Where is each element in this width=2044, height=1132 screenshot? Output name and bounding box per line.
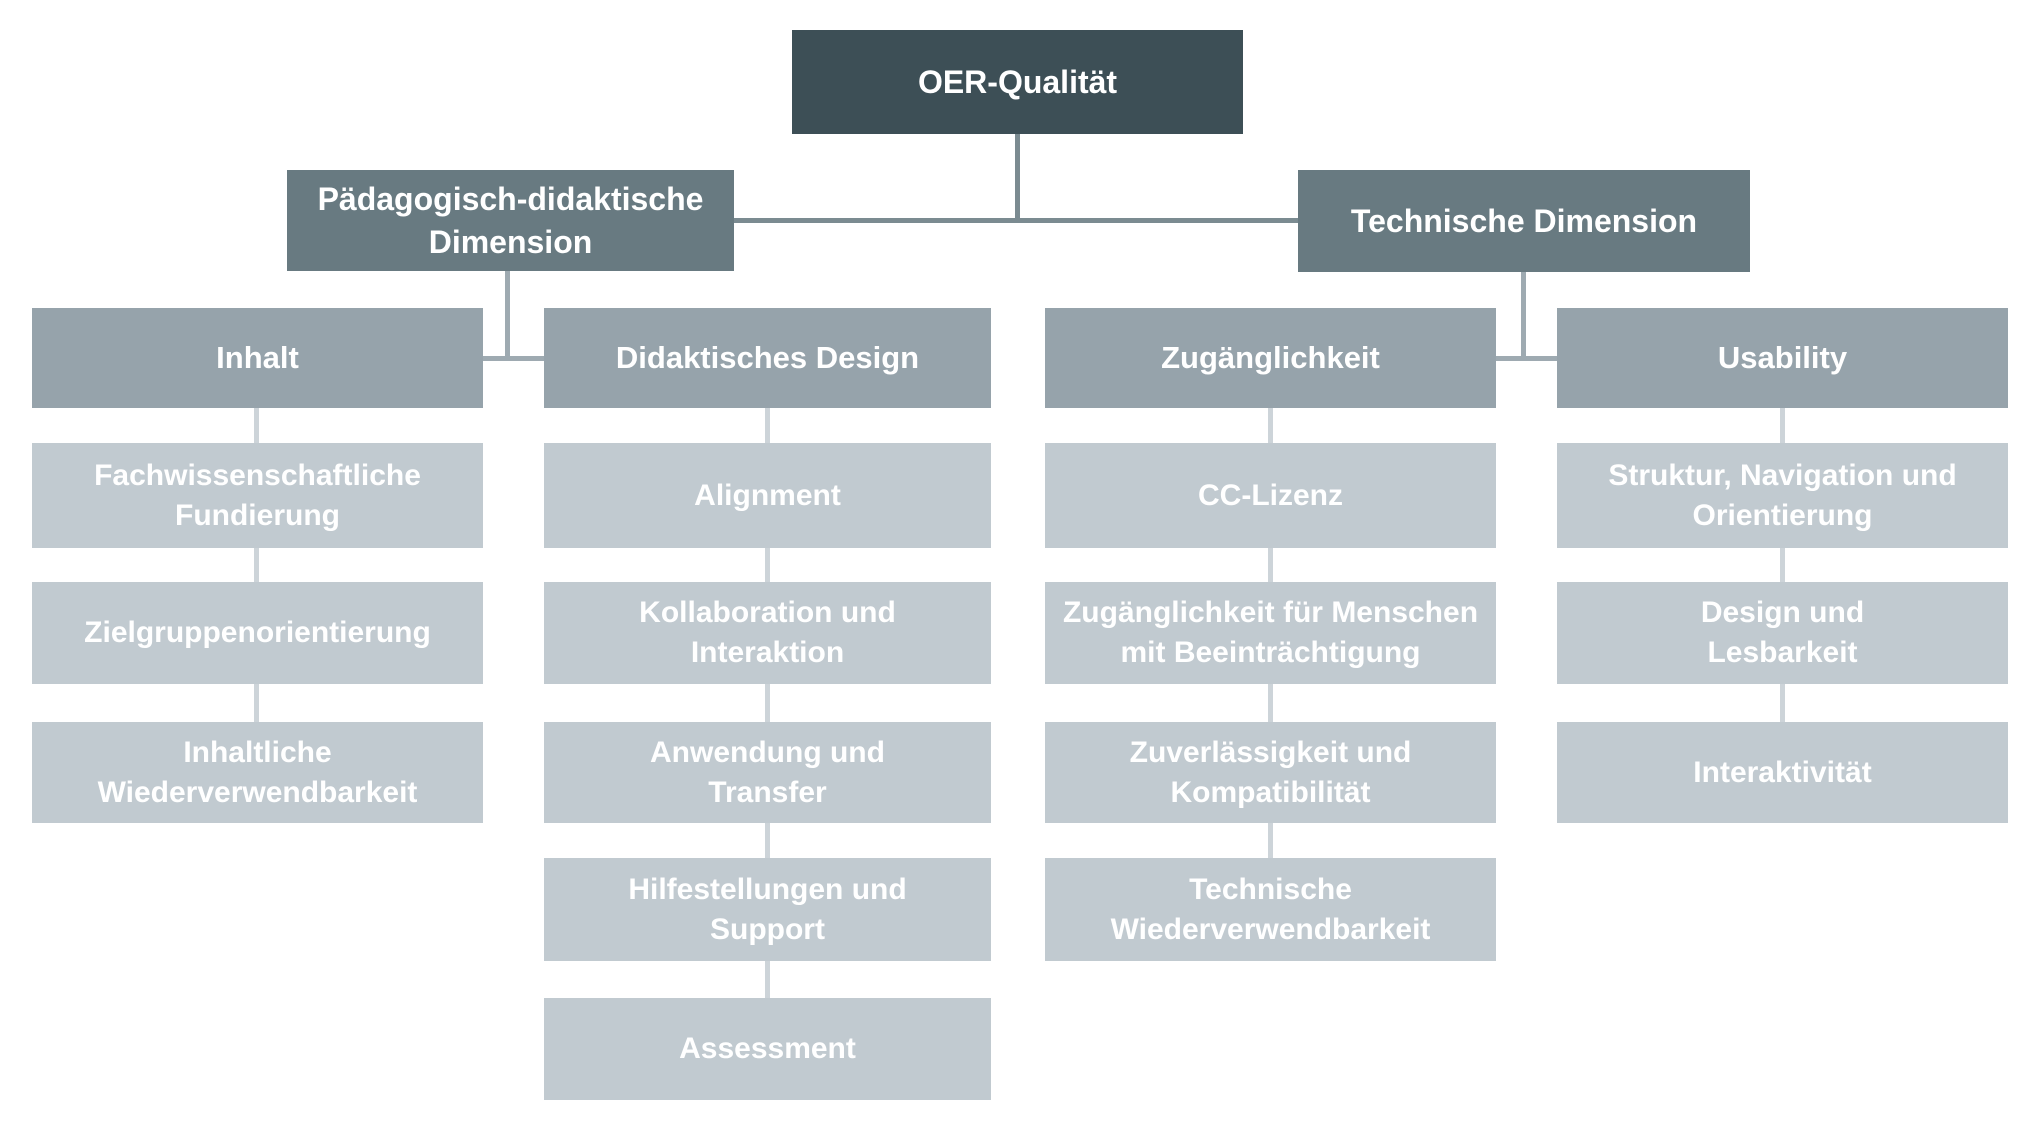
node-inhalt: Inhalt [32,308,483,408]
connector-item-gap [765,548,770,582]
connector-paedagogisch-stub [483,356,544,361]
node-assessment: Assessment [544,998,991,1100]
node-zuverlaessigkeit-und-kompatibilitaet: Zuverlässigkeit und Kompatibilität [1045,722,1496,823]
node-fachwissenschaftliche-fundierung: Fachwissenschaftliche Fundierung [32,443,483,548]
node-zugaenglichkeit: Zugänglichkeit [1045,308,1496,408]
node-hilfestellungen-und-support: Hilfestellungen und Support [544,858,991,961]
connector-zugaenglichkeit-drop [1268,408,1273,443]
connector-usability-drop [1780,408,1785,443]
connector-item-gap [254,684,259,722]
connector-didaktisches-drop [765,408,770,443]
node-struktur-navigation-orientierung: Struktur, Navigation und Orientierung [1557,443,2008,548]
node-anwendung-und-transfer: Anwendung und Transfer [544,722,991,823]
connector-root-drop [1015,134,1020,220]
node-inhaltliche-wiederverwendbarkeit: Inhaltliche Wiederverwendbarkeit [32,722,483,823]
node-cc-lizenz: CC-Lizenz [1045,443,1496,548]
connector-inhalt-drop [254,408,259,443]
connector-item-gap [1268,684,1273,722]
node-design-und-lesbarkeit: Design und Lesbarkeit [1557,582,2008,684]
connector-item-gap [765,961,770,998]
node-technische-wiederverwendbarkeit: Technische Wiederverwendbarkeit [1045,858,1496,961]
connector-item-gap [1780,684,1785,722]
node-kollaboration-und-interaktion: Kollaboration und Interaktion [544,582,991,684]
connector-technische-drop [1521,272,1526,360]
node-alignment: Alignment [544,443,991,548]
connector-item-gap [765,684,770,722]
node-technische-dimension: Technische Dimension [1298,170,1750,272]
node-didaktisches-design: Didaktisches Design [544,308,991,408]
connector-dimension-bus [734,218,1298,223]
connector-item-gap [1268,823,1273,858]
node-oer-qualitaet: OER-Qualität [792,30,1243,134]
node-usability: Usability [1557,308,2008,408]
connector-paedagogisch-drop [505,270,510,360]
node-zielgruppenorientierung: Zielgruppenorientierung [32,582,483,684]
node-paedagogisch-didaktische-dimension: Pädagogisch-didaktische Dimension [287,170,734,271]
node-zugaenglichkeit-fuer-menschen: Zugänglichkeit für Menschen mit Beeinträ… [1045,582,1496,684]
connector-item-gap [1268,548,1273,582]
connector-item-gap [765,823,770,858]
connector-technische-stub [1496,356,1557,361]
connector-item-gap [254,548,259,582]
node-interaktivitaet: Interaktivität [1557,722,2008,823]
connector-item-gap [1780,548,1785,582]
